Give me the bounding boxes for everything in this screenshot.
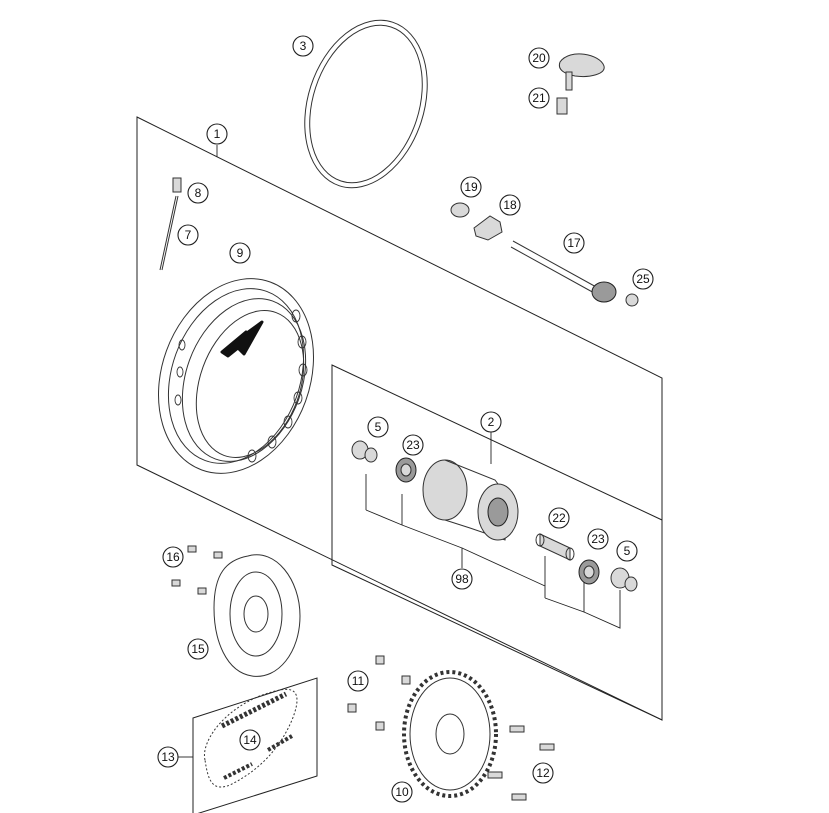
callout-21: 21 [528,87,550,109]
callout-label: 22 [552,511,566,525]
callout-23-left: 23 [402,434,424,456]
hub-parts [351,440,638,592]
callout-19: 19 [460,176,482,198]
callout-16: 16 [162,546,184,568]
callout-7: 7 [177,224,199,246]
callout-label: 21 [532,91,546,105]
callout-label: 98 [455,572,469,586]
brake-disc [213,554,301,677]
callout-label: 16 [166,550,180,564]
axle-parts [450,202,639,307]
leader-lines [178,145,621,758]
callout-3: 3 [292,35,314,57]
callout-12: 12 [532,762,554,784]
callout-label: 5 [624,544,631,558]
callout-18: 18 [499,194,521,216]
callout-label: 5 [375,420,382,434]
disc-bolts [171,545,223,595]
callout-label: 17 [567,236,581,250]
callout-label: 1 [214,127,221,141]
callout-17: 17 [563,232,585,254]
callout-label: 11 [352,674,365,688]
tire-ring [304,19,428,189]
callout-8: 8 [187,182,209,204]
callout-5-right: 5 [616,540,638,562]
callout-14: 14 [239,729,261,751]
callout-label: 14 [243,733,257,747]
callout-1: 1 [206,123,228,145]
callout-label: 3 [300,39,307,53]
callout-13: 13 [157,746,179,768]
callout-25: 25 [632,268,654,290]
callout-label: 15 [191,642,205,656]
callout-label: 8 [195,186,202,200]
rear-sprocket [402,670,498,798]
chain-kit-frame [192,677,318,813]
spoke-nipple-parts [159,177,182,271]
callout-label: 7 [185,228,192,242]
callout-10: 10 [391,781,413,803]
sprocket-bolts [487,725,555,801]
callout-20: 20 [528,47,550,69]
callout-label: 23 [406,438,420,452]
hub-assembly-frame [331,364,663,721]
callout-11: 11 [347,670,369,692]
callout-9: 9 [229,242,251,264]
callout-label: 20 [532,51,546,65]
callout-label: 19 [464,180,478,194]
callout-15: 15 [187,638,209,660]
callout-label: 25 [636,272,650,286]
rotation-direction-arrow [220,320,264,358]
callout-label: 13 [161,750,175,764]
callout-label: 23 [591,532,605,546]
callout-label: 18 [503,198,517,212]
callout-label: 9 [237,246,244,260]
sprocket-nuts [347,655,411,731]
callout-label: 2 [488,415,495,429]
drive-chain [203,688,298,788]
callout-label: 10 [395,785,409,799]
callout-22: 22 [548,507,570,529]
callout-5-left: 5 [367,416,389,438]
callout-2: 2 [480,411,502,433]
callout-98: 98 [451,568,473,590]
callout-23-right: 23 [587,528,609,550]
callout-label: 12 [536,766,550,780]
valve-tool [556,53,605,115]
wheel-rim [158,278,314,474]
